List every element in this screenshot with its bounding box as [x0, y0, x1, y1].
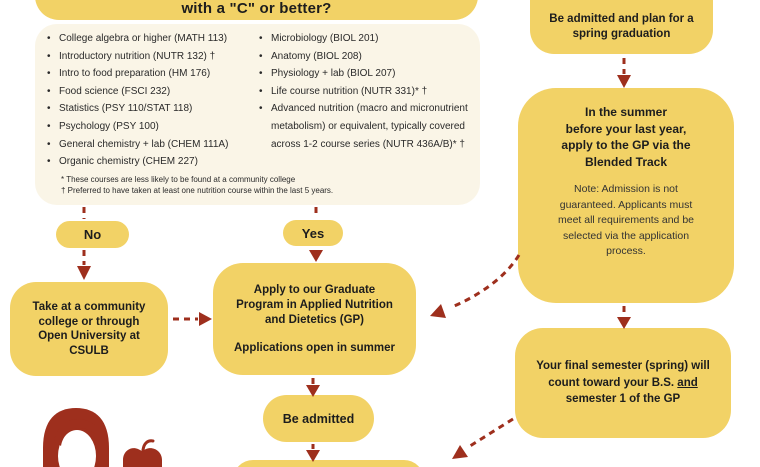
- final-semester-underline: and: [677, 376, 698, 389]
- course-item: Anatomy (BIOL 208): [257, 48, 472, 66]
- footnotes: * These courses are less likely to be fo…: [61, 174, 472, 197]
- apply-gp-subtitle: Applications open in summer: [233, 341, 396, 354]
- final-semester-part2: semester 1 of the GP: [565, 393, 681, 406]
- community-college-box: Take at a community college or through O…: [10, 282, 168, 376]
- no-label: No: [83, 227, 102, 242]
- course-list-left: College algebra or higher (MATH 113) Int…: [45, 30, 257, 171]
- course-item: Introductory nutrition (NUTR 132) †: [45, 48, 257, 66]
- arrow-spring-to-summer: [617, 58, 631, 88]
- course-item: Food science (FSCI 232): [45, 83, 257, 101]
- be-admitted-label: Be admitted: [282, 411, 355, 426]
- arrow-community-to-apply: [173, 312, 212, 326]
- course-item: Advanced nutrition (macro and micronutri…: [257, 100, 472, 153]
- apply-gp-box: Apply to our Graduate Program in Applied…: [213, 263, 416, 375]
- yes-label: Yes: [301, 225, 325, 241]
- blended-track-title: In the summer before your last year, app…: [561, 105, 691, 169]
- course-item: Statistics (PSY 110/STAT 118): [45, 100, 257, 118]
- course-item: Life course nutrition (NUTR 331)* †: [257, 83, 472, 101]
- spring-graduation-text: Be admitted and plan for a spring gradua…: [549, 13, 694, 40]
- course-item: Physiology + lab (BIOL 207): [257, 65, 472, 83]
- final-semester-box: Your final semester (spring) will count …: [515, 328, 731, 438]
- apply-gp-title: Apply to our Graduate Program in Applied…: [236, 283, 393, 326]
- final-semester-text: Your final semester (spring) will count …: [536, 358, 710, 408]
- footnote-asterisk: * These courses are less likely to be fo…: [61, 174, 296, 184]
- blended-track-note: Note: Admission is not guaranteed. Appli…: [558, 183, 694, 257]
- no-pill: No: [56, 221, 129, 248]
- apple-icon: [123, 439, 162, 467]
- arrow-final-to-bottom: [452, 417, 514, 459]
- course-item: Intro to food preparation (HM 176): [45, 65, 257, 83]
- footnote-dagger: † Preferred to have taken at least one n…: [61, 186, 334, 196]
- bottom-next-step-box: [233, 460, 424, 467]
- be-admitted-pill: Be admitted: [263, 395, 374, 442]
- course-columns: College algebra or higher (MATH 113) Int…: [45, 30, 472, 171]
- final-semester-part1: Your final semester (spring) will count …: [536, 360, 710, 389]
- arrow-summer-to-apply: [430, 254, 521, 318]
- course-item: Psychology (PSY 100): [45, 118, 257, 136]
- course-item: General chemistry + lab (CHEM 111A): [45, 136, 257, 154]
- arrow-summer-to-final: [617, 306, 631, 329]
- course-item: College algebra or higher (MATH 113): [45, 30, 257, 48]
- question-text: with a "C" or better?: [181, 0, 332, 17]
- community-college-text: Take at a community college or through O…: [32, 301, 146, 357]
- course-list-right: Microbiology (BIOL 201) Anatomy (BIOL 20…: [257, 30, 472, 171]
- course-item: Organic chemistry (CHEM 227): [45, 153, 257, 171]
- woman-silhouette-icon: [43, 408, 109, 467]
- question-header-box: with a "C" or better?: [35, 0, 478, 20]
- course-list-panel: College algebra or higher (MATH 113) Int…: [35, 24, 480, 205]
- blended-track-box: In the summer before your last year, app…: [518, 88, 734, 303]
- yes-pill: Yes: [283, 220, 343, 246]
- course-item: Microbiology (BIOL 201): [257, 30, 472, 48]
- spring-graduation-box: Be admitted and plan for a spring gradua…: [530, 0, 713, 54]
